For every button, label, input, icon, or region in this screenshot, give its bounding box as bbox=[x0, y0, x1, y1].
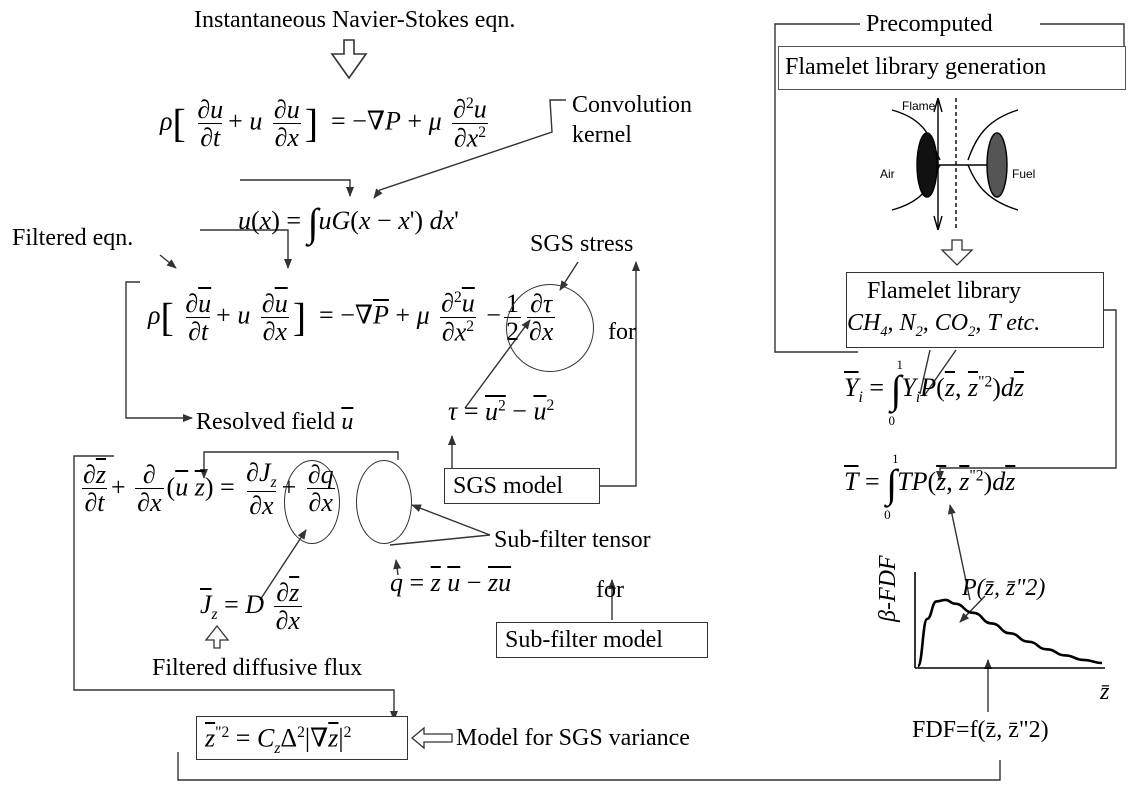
sgs-variance-equation: z"2 = CzΔ2|∇z|2 bbox=[205, 723, 352, 757]
sgs-model-to-for bbox=[600, 261, 640, 487]
t-mean-equation: T = ∫ 1 0 TP(z, z"2)dz bbox=[844, 451, 1016, 522]
fuel-label: Fuel bbox=[1012, 167, 1036, 181]
species-line: CH4, N2, CO2, T etc. bbox=[847, 310, 1041, 340]
sub-filter-arrow-2 bbox=[389, 534, 491, 546]
for-label-1: for bbox=[608, 319, 636, 345]
precomputed-bracket bbox=[774, 23, 860, 353]
convolution-kernel-arrow bbox=[373, 99, 566, 199]
jz-arrow bbox=[259, 529, 307, 601]
filtered-eqn-bracket bbox=[125, 281, 193, 422]
filtered-diffusive-flux-label: Filtered diffusive flux bbox=[152, 655, 363, 681]
sub-filter-arrow-1 bbox=[411, 504, 491, 536]
transport-left-loop bbox=[73, 455, 398, 721]
jz-equation: Jz = D ∂z∂x bbox=[200, 578, 302, 635]
sgs-stress-label: SGS stress bbox=[530, 231, 634, 257]
hollow-left-arrow-variance bbox=[410, 726, 453, 750]
for-label-2: for bbox=[596, 577, 624, 603]
pdf-to-tmean bbox=[947, 504, 971, 601]
hollow-down-arrow-top bbox=[330, 39, 368, 80]
q-equation: q = z u − zu bbox=[390, 568, 512, 597]
title-navier-stokes: Instantaneous Navier-Stokes eqn. bbox=[194, 7, 516, 33]
flamelet-library-label: Flamelet library bbox=[867, 278, 1021, 304]
counterflow-flame-sketch bbox=[891, 97, 1019, 231]
x-axis-label: z̄ bbox=[1100, 679, 1110, 705]
resolved-field-label: Resolved field u bbox=[196, 409, 354, 435]
ns-to-filter-arrow bbox=[240, 179, 354, 197]
q-arrow bbox=[393, 559, 402, 576]
filter-to-filtered-arrow bbox=[200, 229, 292, 269]
flamelet-generation-box: Flamelet library generation bbox=[778, 46, 1126, 90]
bottom-loop bbox=[177, 752, 1001, 781]
filtered-eqn-label: Filtered eqn. bbox=[12, 225, 134, 251]
flame-label: Flame bbox=[902, 99, 936, 113]
sgs-variance-box: z"2 = CzΔ2|∇z|2 bbox=[196, 716, 408, 760]
species-pointer-1 bbox=[919, 349, 931, 395]
convolution-equation: u(x) = ∫uG(x − x') dx' bbox=[238, 200, 459, 245]
q-circle bbox=[356, 460, 412, 544]
pdf-annotation: P(z̄, z̄"2) bbox=[962, 575, 1046, 601]
y-axis-label: β-FDF bbox=[875, 555, 901, 622]
fdf-formula: FDF=f(z̄, z̄"2) bbox=[912, 717, 1049, 743]
convolution-kernel-label: Convolution kernel bbox=[572, 92, 693, 148]
air-label: Air bbox=[880, 167, 895, 181]
sgs-stress-circle bbox=[506, 284, 594, 372]
sub-filter-model-box: Sub-filter model bbox=[496, 622, 708, 658]
species-pointer-2 bbox=[923, 349, 957, 397]
jz-circle bbox=[284, 460, 340, 544]
flamelet-generation-label: Flamelet library generation bbox=[785, 54, 1047, 80]
sub-filter-model-label: Sub-filter model bbox=[505, 627, 663, 653]
precomputed-label: Precomputed bbox=[866, 11, 993, 37]
sgs-model-box: SGS model bbox=[444, 468, 600, 504]
filtered-eqn-pointer bbox=[159, 254, 177, 269]
hollow-up-arrow-jz bbox=[204, 624, 230, 649]
flamelet-library-box: Flamelet library CH4, N2, CO2, T etc. bbox=[846, 272, 1104, 348]
tau-equation: τ = u2 − u2 bbox=[448, 396, 555, 426]
sgs-model-label: SGS model bbox=[453, 473, 564, 499]
beta-fdf-axes bbox=[914, 572, 1105, 669]
beta-fdf-curve bbox=[916, 598, 1103, 668]
library-right-loop bbox=[936, 309, 1117, 481]
resolved-to-transport bbox=[200, 451, 399, 479]
navier-stokes-equation: ρ[ ∂u∂t+ u ∂u∂x] = −∇P + μ ∂2u∂x2 bbox=[160, 94, 489, 153]
pdf-annotation-pointer bbox=[959, 595, 986, 623]
sub-filter-tensor-label: Sub-filter tensor bbox=[494, 527, 651, 553]
yi-mean-equation: Yi = ∫ 1 0 YiP(z, z"2)dz bbox=[844, 357, 1025, 428]
hollow-down-arrow-flamelet bbox=[940, 239, 974, 266]
model-sgs-variance-label: Model for SGS variance bbox=[456, 725, 690, 751]
